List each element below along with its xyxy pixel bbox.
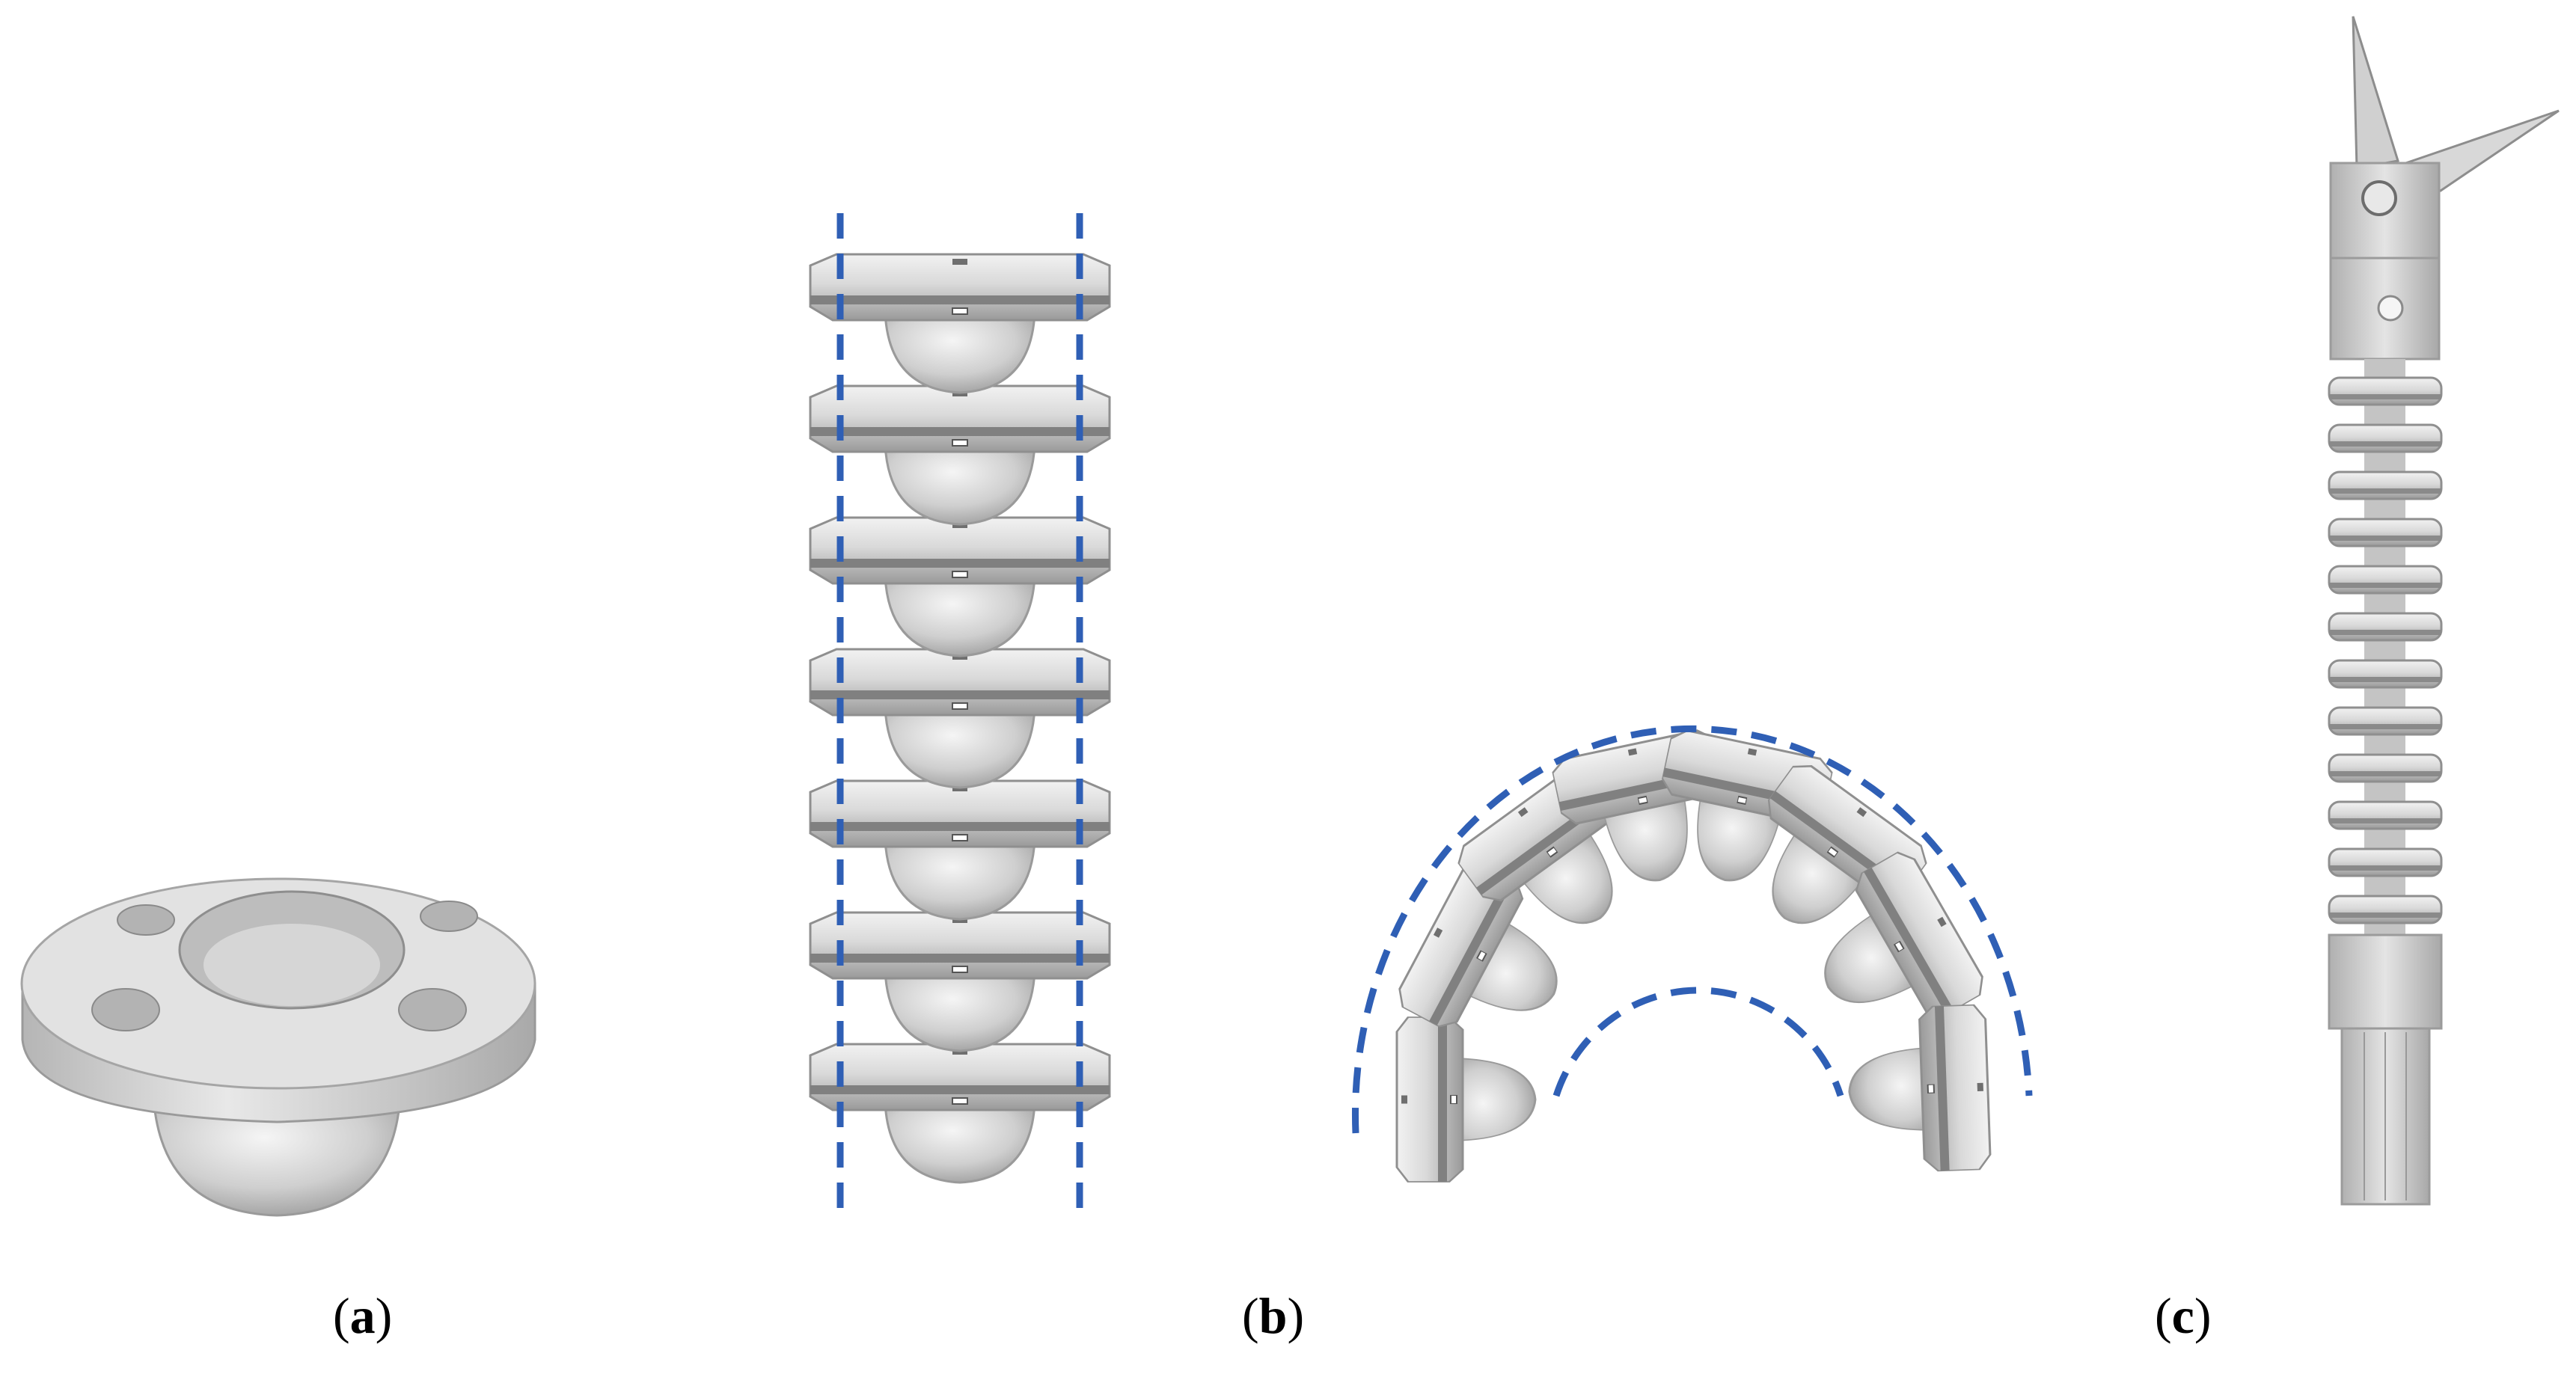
caption-a: (a) bbox=[333, 1287, 393, 1344]
panel-b-straight-stack bbox=[809, 213, 1111, 1215]
instrument-segment bbox=[2328, 612, 2443, 642]
lower-housing bbox=[2328, 933, 2443, 1030]
stack-joint bbox=[809, 253, 1111, 394]
panel-c-instrument bbox=[2328, 16, 2560, 1206]
instrument-segment bbox=[2328, 800, 2443, 830]
jaw-upper bbox=[2352, 16, 2399, 170]
guide-arc-inner bbox=[1552, 987, 1844, 1097]
flange-hole bbox=[420, 901, 478, 932]
stack-joint bbox=[809, 648, 1111, 789]
flange-hole bbox=[117, 904, 175, 936]
instrument-segment bbox=[2328, 518, 2443, 548]
guide-arc-outer bbox=[1352, 725, 2033, 1134]
core-shaft bbox=[2364, 359, 2405, 935]
instrument-segment bbox=[2328, 565, 2443, 595]
instrument-segment bbox=[2328, 753, 2443, 783]
instrument-segment bbox=[2328, 847, 2443, 877]
stack-joint bbox=[809, 384, 1111, 526]
panel-a-joint-element bbox=[20, 877, 536, 1217]
instrument-segment bbox=[2328, 659, 2443, 689]
instrument-segment bbox=[2328, 423, 2443, 453]
stack-joint bbox=[809, 516, 1111, 657]
flange-hole bbox=[91, 988, 160, 1031]
caption-c: (c) bbox=[2155, 1287, 2212, 1344]
arch-joint bbox=[1824, 851, 1983, 1016]
stack-joint bbox=[809, 911, 1111, 1052]
instrument-segment bbox=[2328, 706, 2443, 736]
arch-joint bbox=[1395, 1016, 1537, 1183]
joint-dome bbox=[152, 1094, 402, 1217]
flange-hole bbox=[398, 988, 467, 1031]
stack-joint bbox=[809, 779, 1111, 921]
instrument-segment bbox=[2328, 376, 2443, 406]
arch-joint bbox=[1398, 861, 1558, 1028]
arch-joint bbox=[1848, 1004, 1992, 1172]
panel-b-bent-arch bbox=[1352, 725, 2033, 1183]
stack-joint bbox=[809, 1043, 1111, 1184]
caption-b: (b) bbox=[1242, 1287, 1305, 1344]
instrument-segment bbox=[2328, 470, 2443, 500]
housing-hole bbox=[2377, 295, 2404, 322]
instrument-segment bbox=[2328, 895, 2443, 924]
wrist-pivot bbox=[2361, 180, 2397, 216]
